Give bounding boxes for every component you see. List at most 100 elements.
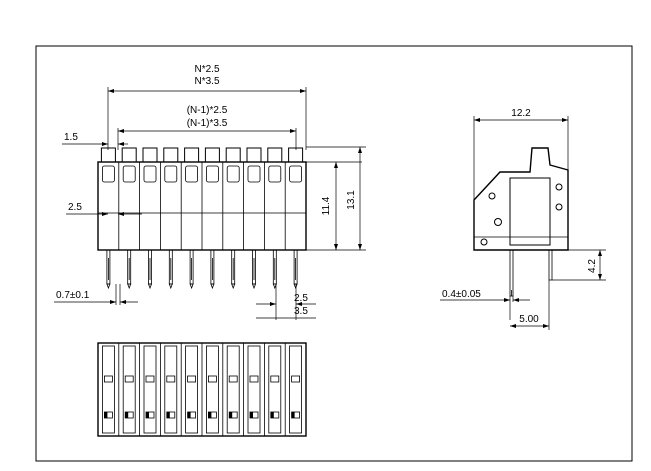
switch-window	[122, 165, 136, 183]
contact-fill	[104, 412, 108, 418]
switch-window	[289, 165, 303, 183]
contact-fill	[187, 412, 191, 418]
switch-window	[164, 165, 178, 183]
dim-pitch-span-a: (N-1)*2.5	[187, 105, 228, 116]
contact-top	[145, 375, 155, 383]
drawing-frame	[35, 45, 633, 462]
arrow	[598, 274, 602, 280]
pin-tip	[231, 283, 236, 290]
pin-tip	[168, 283, 173, 290]
side-pin-left	[509, 249, 514, 297]
arrow	[120, 300, 126, 304]
pin-tip	[272, 283, 277, 290]
dim-height-body: 11.4	[321, 196, 332, 215]
arrow	[334, 162, 338, 168]
switch-actuator	[121, 147, 137, 163]
hole-icon	[555, 183, 563, 191]
arrow	[296, 302, 302, 306]
dim-pin-spacing: 5.00	[519, 314, 539, 325]
cell-slot	[247, 345, 261, 434]
contact-fill	[250, 412, 253, 418]
dim-pitch-b: 3.5	[294, 306, 308, 317]
dim-overall-width-b: N*3.5	[194, 76, 219, 87]
arrow	[474, 118, 480, 122]
arrow	[598, 250, 602, 256]
side-view: 12.2 4.2 0.4±0.05 5.00	[440, 108, 606, 330]
cell-slot	[102, 345, 115, 434]
switch-actuator	[184, 147, 200, 163]
dim-overall-width-a: N*2.5	[194, 64, 219, 75]
arrow	[118, 142, 124, 146]
contact-fill	[270, 412, 274, 418]
switch-actuator	[267, 147, 283, 163]
dim-pitch-span-b: (N-1)*3.5	[187, 118, 228, 129]
front-view: N*2.5 N*3.5 (N-1)*2.5 (N-1)*3.5 1.5 2.5 …	[54, 64, 366, 320]
switch-actuator	[204, 147, 220, 163]
dim-pin-width: 0.7±0.1	[56, 290, 90, 301]
switch-window	[205, 165, 219, 183]
arrow	[118, 212, 124, 216]
arrow	[110, 300, 116, 304]
cell-slot	[164, 345, 178, 434]
contact-top	[104, 375, 113, 383]
cell-slot	[122, 345, 136, 434]
pin-tip	[251, 283, 257, 290]
arrow	[504, 298, 510, 302]
switch-window	[268, 165, 282, 183]
contact-fill	[125, 412, 129, 418]
hole-icon	[555, 203, 563, 211]
cell-slot	[185, 345, 199, 434]
switch-window	[247, 165, 261, 183]
switch-actuator	[100, 147, 116, 163]
hole-icon	[480, 238, 488, 246]
contact-fill	[291, 412, 295, 418]
arrow	[300, 89, 306, 93]
cell-slot	[143, 345, 157, 434]
switch-window	[102, 165, 115, 183]
side-window	[509, 177, 551, 246]
switch-window	[185, 165, 199, 183]
switch-actuator	[246, 147, 262, 163]
cell-slot	[289, 345, 303, 434]
dim-pin-thickness: 0.4±0.05	[442, 289, 481, 300]
bottom-view	[97, 342, 307, 437]
cell-slot	[268, 345, 282, 434]
arrow	[513, 298, 519, 302]
arrow	[510, 324, 516, 328]
dim-top-offset: 1.5	[64, 132, 78, 143]
switch-window	[143, 165, 157, 183]
switch-actuator	[142, 147, 158, 163]
arrow	[562, 118, 568, 122]
pin-tip	[127, 283, 132, 290]
switch-actuator	[288, 147, 304, 163]
cell-slot	[205, 345, 219, 434]
dim-left-pitch: 2.5	[68, 202, 82, 213]
arrow	[102, 212, 108, 216]
arrow	[334, 244, 338, 250]
arrow	[358, 147, 362, 153]
dim-height-total: 13.1	[346, 190, 357, 210]
contact-top	[124, 375, 134, 383]
dim-side-width: 12.2	[511, 108, 531, 119]
arrow	[118, 129, 124, 133]
contact-top	[187, 375, 197, 383]
switch-window	[226, 165, 240, 183]
arrow	[108, 89, 114, 93]
arrow	[270, 302, 276, 306]
contact-top	[207, 375, 217, 383]
dim-pin-length: 4.2	[587, 259, 598, 273]
pin-tip	[106, 283, 111, 290]
arrow	[290, 129, 296, 133]
front-pins	[106, 249, 298, 290]
arrow	[102, 142, 108, 146]
pin-tip	[147, 283, 153, 290]
contact-top	[291, 375, 301, 383]
pin-tip	[293, 283, 298, 290]
cell-slot	[226, 345, 240, 434]
hole-icon	[494, 218, 502, 226]
side-pin-right	[548, 249, 553, 281]
contact-fill	[166, 412, 170, 418]
dim-pitch-a: 2.5	[294, 293, 308, 304]
